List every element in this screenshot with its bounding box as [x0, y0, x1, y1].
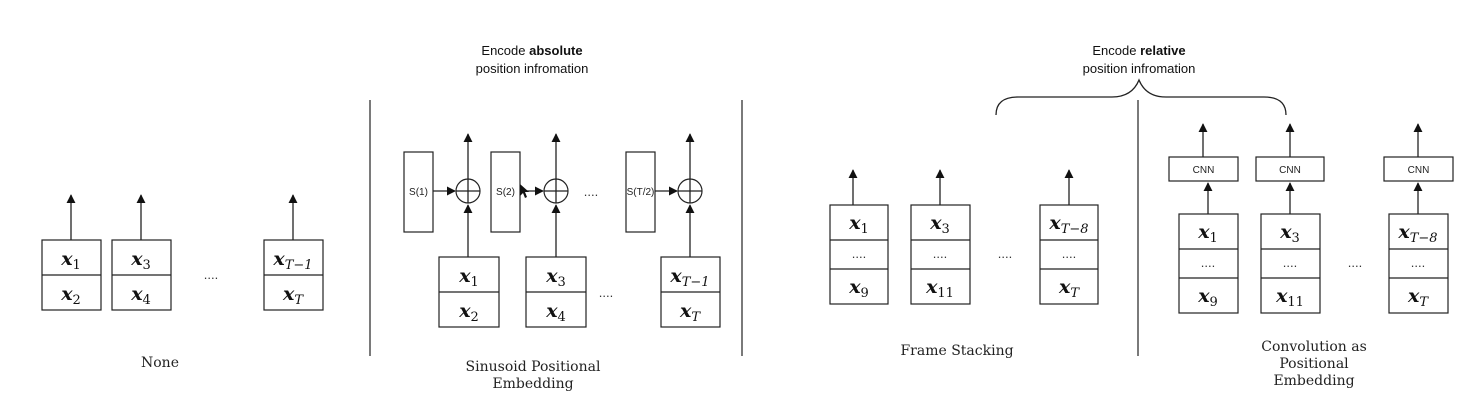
caption-frame-stacking: Frame Stacking — [900, 343, 1013, 359]
frame-label: x2 — [458, 300, 479, 325]
frame-label: xT−8 — [1048, 212, 1088, 237]
frame-label: x3 — [929, 212, 950, 237]
ellipsis: .... — [933, 246, 947, 261]
ellipsis: .... — [599, 285, 613, 300]
relative-brace — [995, 78, 1287, 116]
caption-none: None — [141, 355, 179, 371]
frame-stacking-section: x1 .... x9 x3 .... x11 .... xT−8 .... xT… — [829, 169, 1099, 359]
none-stack-3: xT−1 xT — [263, 194, 324, 311]
ellipsis: .... — [1411, 255, 1425, 270]
mouse-cursor-icon — [520, 184, 529, 198]
sin-label: S(2) — [496, 187, 515, 198]
sin-box — [490, 151, 521, 233]
cnn-box — [1255, 156, 1325, 182]
frame-label: xT−1 — [272, 248, 312, 273]
frame-label: x4 — [130, 283, 151, 308]
ellipsis: .... — [1348, 255, 1362, 270]
ellipsis: .... — [1283, 255, 1297, 270]
ellipsis: .... — [1062, 246, 1076, 261]
caption-sinusoid-line2: Embedding — [492, 376, 573, 392]
cnn-box — [1168, 156, 1239, 182]
frame-box — [1178, 213, 1239, 314]
caption-conv-line2: Positional — [1279, 356, 1349, 372]
header-absolute-line1: Encode absolute — [481, 43, 582, 58]
frame-label: x3 — [545, 265, 566, 290]
frame-box — [1388, 213, 1449, 314]
header-relative-line2: position infromation — [1083, 61, 1196, 76]
frame-label: x2 — [60, 283, 81, 308]
caption-conv-line1: Convolution as — [1261, 339, 1367, 355]
header-absolute-line2: position infromation — [476, 61, 589, 76]
sin-box — [403, 151, 434, 233]
frame-box — [829, 204, 889, 305]
sin-box — [625, 151, 656, 233]
frame-label: x1 — [458, 265, 479, 290]
cnn-label: CNN — [1279, 165, 1301, 176]
caption-conv-line3: Embedding — [1273, 373, 1354, 389]
none-section: x1 x2 x3 x4 .... xT−1 xT None — [41, 194, 324, 371]
stacking-stack-1: x1 .... x9 — [829, 169, 889, 305]
frame-label: xT — [1058, 276, 1080, 301]
ellipsis: .... — [584, 184, 598, 199]
sinusoid-stack-3: S(T/2) xT−1 xT — [625, 133, 721, 328]
cnn-label: CNN — [1408, 165, 1430, 176]
frame-label: x9 — [1197, 285, 1218, 310]
none-stack-2: x3 x4 — [111, 194, 172, 311]
frame-label: xT — [282, 283, 304, 308]
frame-label: xT−1 — [669, 265, 709, 290]
frame-label: x1 — [60, 248, 81, 273]
cnn-box — [1383, 156, 1454, 182]
sinusoid-stack-2: S(2) x3 x4 — [490, 133, 587, 328]
header-relative-line1: Encode relative — [1092, 43, 1185, 58]
frame-box — [1039, 204, 1099, 305]
frame-label: xT — [1407, 285, 1429, 310]
conv-stack-2: CNN x3 .... x11 — [1255, 123, 1325, 314]
frame-box — [910, 204, 971, 305]
frame-label: x9 — [848, 276, 869, 301]
caption-sinusoid-line1: Sinusoid Positional — [466, 359, 601, 375]
sinusoid-stack-1: S(1) x1 x2 — [403, 133, 500, 328]
frame-box — [1260, 213, 1321, 314]
ellipsis: .... — [1201, 255, 1215, 270]
frame-label: x3 — [130, 248, 151, 273]
convolution-section: CNN x1 .... x9 CNN x3 .... x11 .... CNN — [1168, 123, 1454, 389]
sinusoid-section: S(1) x1 x2 S(2) x3 x4 — [403, 133, 721, 392]
frame-label: xT−8 — [1397, 221, 1437, 246]
frame-label: x4 — [545, 300, 566, 325]
none-stack-1: x1 x2 — [41, 194, 102, 311]
stacking-stack-3: xT−8 .... xT — [1039, 169, 1099, 305]
frame-label: xT — [679, 300, 701, 325]
frame-label: x1 — [848, 212, 869, 237]
sin-label: S(1) — [409, 187, 428, 198]
sin-label: S(T/2) — [627, 187, 655, 198]
conv-stack-1: CNN x1 .... x9 — [1168, 123, 1239, 314]
cnn-label: CNN — [1193, 165, 1215, 176]
frame-label: x1 — [1197, 221, 1218, 246]
frame-label: x3 — [1279, 221, 1300, 246]
frame-label: x11 — [1275, 285, 1304, 310]
ellipsis: .... — [852, 246, 866, 261]
ellipsis: .... — [204, 267, 218, 282]
ellipsis: .... — [998, 246, 1012, 261]
stacking-stack-2: x3 .... x11 — [910, 169, 971, 305]
frame-label: x11 — [925, 276, 954, 301]
conv-stack-3: CNN xT−8 .... xT — [1383, 123, 1454, 314]
